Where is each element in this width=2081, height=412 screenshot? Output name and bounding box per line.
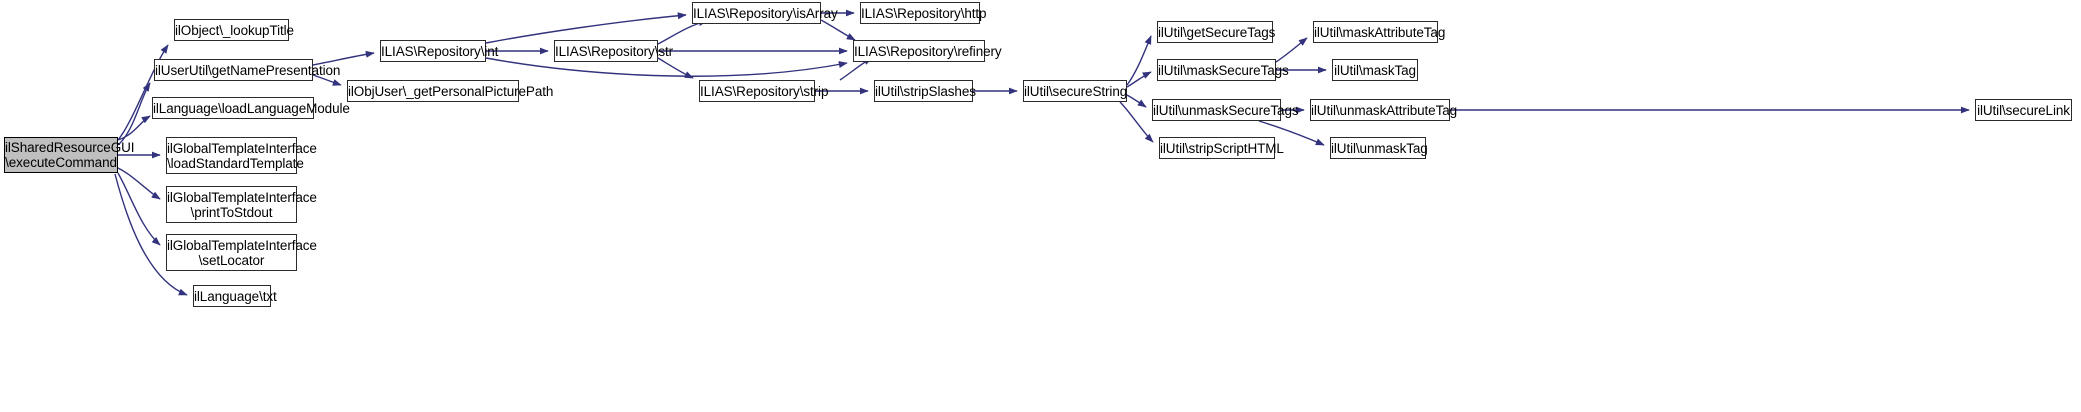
graph-node-label: ilUserUtil\getNamePresentation — [155, 62, 341, 78]
graph-node-lookupTitle[interactable]: ilObject\_lookupTitle — [174, 19, 294, 41]
graph-node-loadLangModule[interactable]: ilLanguage\loadLanguageModule — [152, 97, 350, 119]
graph-edge-secureString-to-maskSecureTags — [1126, 71, 1152, 88]
graph-node-maskTag[interactable]: ilUtil\maskTag — [1332, 59, 1418, 81]
graph-node-stripSlashes[interactable]: ilUtil\stripSlashes — [874, 80, 976, 102]
graph-node-label: ilUtil\stripSlashes — [875, 83, 976, 99]
graph-node-label: ILIAS\Repository\int — [381, 43, 499, 59]
graph-node-maskAttrTag[interactable]: ilUtil\maskAttributeTag — [1313, 21, 1446, 43]
graph-node-repoHttp[interactable]: ILIAS\Repository\http — [860, 2, 987, 24]
graph-node-getSecureTags[interactable]: ilUtil\getSecureTags — [1157, 21, 1276, 43]
graph-node-maskSecureTags[interactable]: ilUtil\maskSecureTags — [1157, 59, 1289, 81]
graph-edge-secureString-to-stripScriptHTML — [1119, 101, 1154, 143]
graph-node-unmaskTag[interactable]: ilUtil\unmaskTag — [1330, 137, 1428, 159]
graph-node-label: ilGlobalTemplateInterface \loadStandardT… — [167, 140, 317, 171]
graph-node-repoInt[interactable]: ILIAS\Repository\int — [380, 40, 499, 62]
graph-edge-repoIsArray-to-repoRefinery — [820, 19, 856, 41]
graph-node-root[interactable]: ilSharedResourceGUI \executeCommand — [4, 137, 135, 173]
graph-node-label: ILIAS\Repository\strip — [700, 83, 829, 99]
graph-node-label: ilUtil\secureLink — [1977, 102, 2070, 118]
graph-node-label: ilUtil\secureString — [1024, 83, 1128, 99]
graph-node-namePres[interactable]: ilUserUtil\getNamePresentation — [154, 59, 341, 81]
graph-node-setLocator[interactable]: ilGlobalTemplateInterface \setLocator — [166, 234, 317, 271]
graph-node-repoStrip[interactable]: ILIAS\Repository\strip — [699, 80, 829, 102]
graph-node-unmaskSecureTags[interactable]: ilUtil\unmaskSecureTags — [1152, 99, 1299, 121]
graph-node-repoRefinery[interactable]: ILIAS\Repository\refinery — [853, 40, 1002, 62]
graph-node-loadStdTpl[interactable]: ilGlobalTemplateInterface \loadStandardT… — [166, 137, 317, 174]
graph-edge-secureString-to-getSecureTags — [1126, 35, 1152, 86]
graph-node-label: ilUtil\unmaskSecureTags — [1153, 102, 1299, 118]
graph-node-label: ilUtil\getSecureTags — [1158, 24, 1276, 40]
graph-node-ilLangTxt[interactable]: ilLanguage\txt — [193, 285, 277, 307]
graph-node-label: ilUtil\stripScriptHTML — [1160, 140, 1284, 156]
graph-edge-repoStr-to-repoIsArray — [657, 19, 708, 45]
graph-node-label: ilLanguage\txt — [194, 288, 277, 304]
graph-node-label: ilObject\_lookupTitle — [175, 22, 294, 38]
graph-node-repoStr[interactable]: ILIAS\Repository\str — [554, 40, 674, 62]
graph-edge-maskSecureTags-to-maskAttrTag — [1275, 37, 1308, 63]
graph-edge-root-to-setLocator — [117, 172, 161, 246]
graph-node-label: ilObjUser\_getPersonalPicturePath — [348, 83, 554, 99]
graph-node-label: ILIAS\Repository\refinery — [854, 43, 1002, 59]
graph-node-label: ilUtil\maskSecureTags — [1158, 62, 1289, 78]
graph-node-stripScriptHTML[interactable]: ilUtil\stripScriptHTML — [1159, 137, 1284, 159]
graph-node-secureLink[interactable]: ilUtil\secureLink — [1975, 99, 2072, 121]
graph-edge-repoStr-to-repoStrip — [657, 57, 694, 79]
graph-node-label: ilUtil\maskAttributeTag — [1314, 24, 1446, 40]
graph-node-label: ILIAS\Repository\str — [555, 43, 674, 59]
graph-edge-root-to-loadLangModule — [117, 115, 151, 141]
graph-node-label: ilLanguage\loadLanguageModule — [153, 100, 350, 116]
graph-edge-repoInt-to-repoRefinery — [485, 57, 848, 77]
graph-node-label: ilUtil\unmaskAttributeTag — [1311, 102, 1458, 118]
graph-node-printToStdout[interactable]: ilGlobalTemplateInterface \printToStdout — [166, 186, 317, 223]
graph-edge-root-to-namePres — [117, 82, 151, 146]
graph-node-secureString[interactable]: ilUtil\secureString — [1023, 80, 1127, 102]
graph-node-label: ILIAS\Repository\http — [861, 5, 987, 21]
graph-node-repoIsArray[interactable]: ILIAS\Repository\isArray — [692, 2, 838, 24]
graph-node-picturePath[interactable]: ilObjUser\_getPersonalPicturePath — [347, 80, 554, 102]
graph-edge-root-to-printToStdout — [117, 167, 161, 200]
graph-node-label: ilUtil\unmaskTag — [1331, 140, 1428, 156]
graph-node-label: ilGlobalTemplateInterface \printToStdout — [167, 189, 317, 220]
graph-edge-repoInt-to-repoIsArray — [485, 12, 687, 44]
graph-node-label: ilSharedResourceGUI \executeCommand — [5, 140, 135, 170]
graph-node-label: ILIAS\Repository\isArray — [693, 5, 838, 21]
graph-node-label: ilGlobalTemplateInterface \setLocator — [167, 237, 317, 268]
graph-edge-secureString-to-unmaskSecureTags — [1126, 94, 1147, 108]
graph-node-label: ilUtil\maskTag — [1334, 62, 1416, 78]
graph-node-unmaskAttrTag[interactable]: ilUtil\unmaskAttributeTag — [1310, 99, 1458, 121]
